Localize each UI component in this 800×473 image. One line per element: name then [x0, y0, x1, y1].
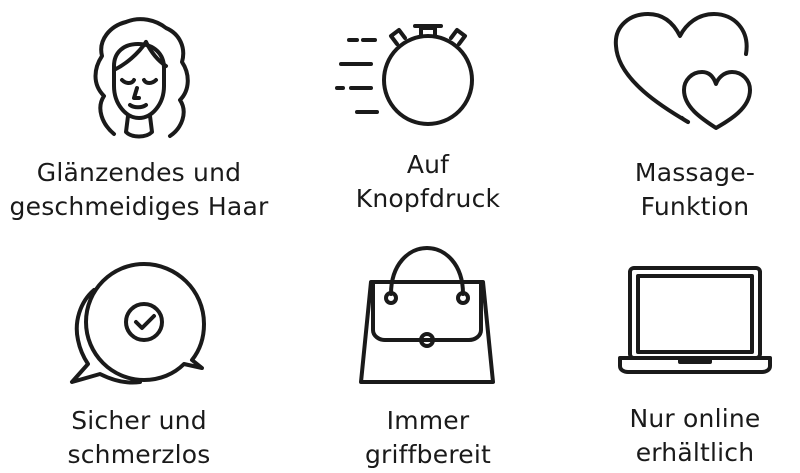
feature-label-line1: Auf: [406, 150, 450, 179]
feature-online-only: Nur online erhältlich: [562, 236, 800, 473]
feature-label-line1: Glänzendes und: [36, 158, 242, 187]
woman-face-icon: [74, 12, 204, 150]
handbag-icon: [353, 244, 501, 386]
feature-label-line2: schmerzlos: [67, 440, 211, 469]
feature-label: Immer griffbereit: [295, 404, 561, 472]
feature-label-line1: Sicher und: [71, 406, 207, 435]
speech-bubble-check-icon: [64, 250, 206, 386]
hearts-icon: [610, 10, 756, 134]
feature-label-line1: Nur online: [629, 404, 761, 433]
feature-label-line1: Massage-: [634, 158, 756, 187]
feature-label-line2: griffbereit: [364, 440, 491, 469]
laptop-icon: [618, 264, 772, 376]
feature-label: Glänzendes und geschmeidiges Haar: [6, 156, 272, 224]
feature-always-handy: Immer griffbereit: [295, 236, 561, 473]
feature-safe-painless: Sicher und schmerzlos: [6, 236, 272, 473]
feature-label: Auf Knopfdruck: [295, 148, 561, 216]
feature-label: Nur online erhältlich: [562, 402, 800, 470]
feature-label: Massage- Funktion: [562, 156, 800, 224]
feature-label-line2: Knopfdruck: [355, 184, 501, 213]
feature-label-line2: geschmeidiges Haar: [9, 192, 269, 221]
feature-label: Sicher und schmerzlos: [6, 404, 272, 472]
feature-massage: Massage- Funktion: [562, 0, 800, 236]
feature-push-button: Auf Knopfdruck: [295, 0, 561, 236]
feature-label-line2: erhältlich: [635, 438, 755, 467]
feature-label-line1: Immer: [386, 406, 470, 435]
feature-label-line2: Funktion: [640, 192, 750, 221]
stopwatch-icon: [335, 14, 485, 132]
feature-shiny-hair: Glänzendes und geschmeidiges Haar: [6, 0, 272, 236]
